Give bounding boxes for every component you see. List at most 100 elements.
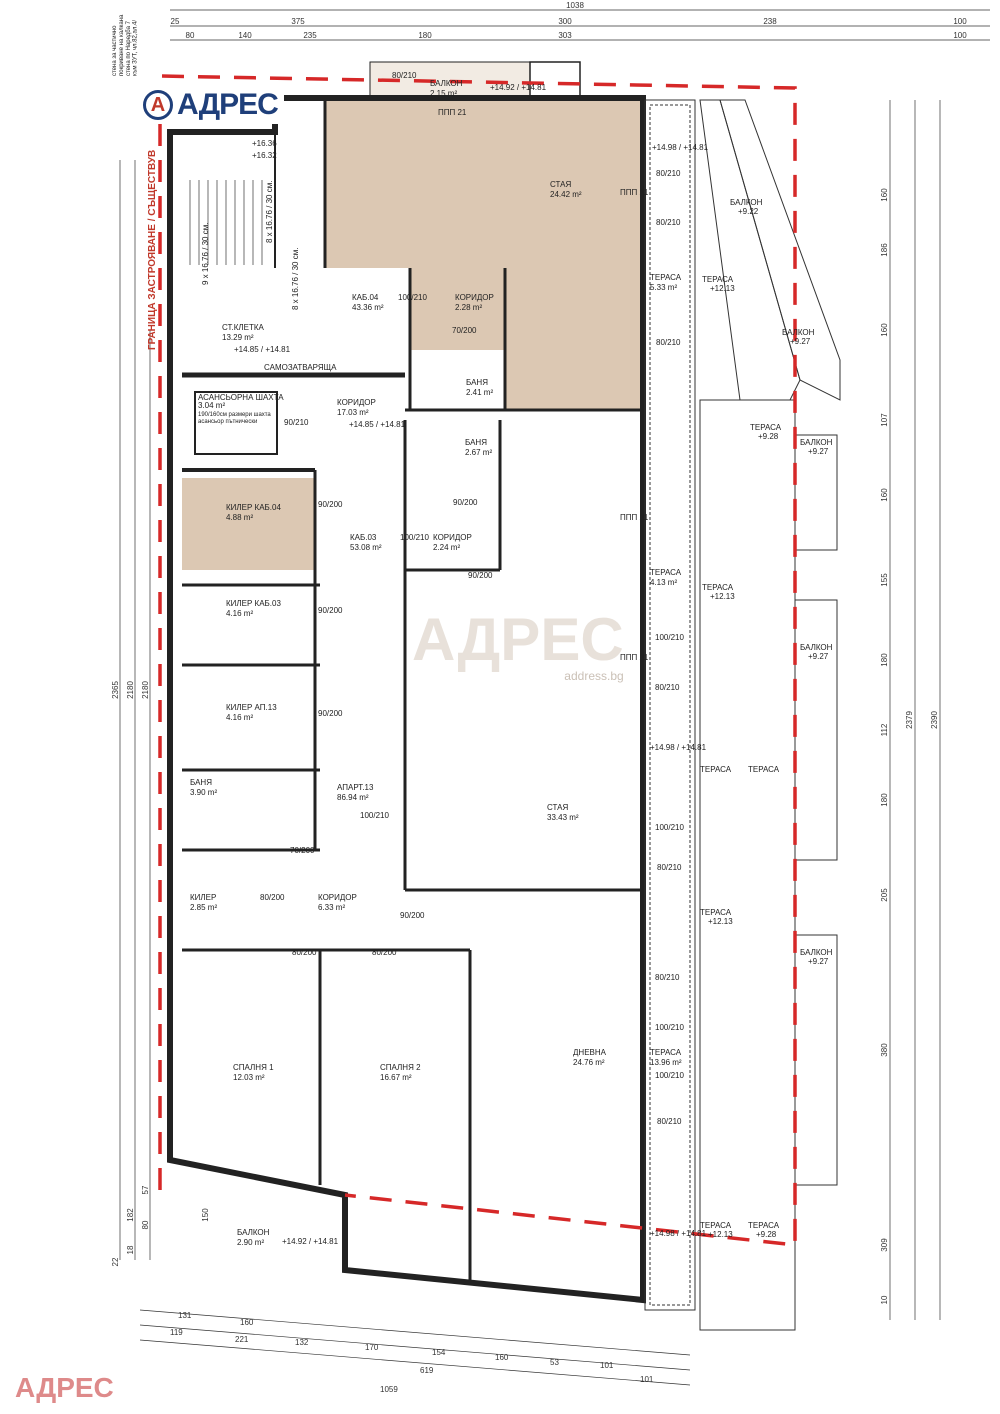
level-mark: +9.28 bbox=[758, 432, 779, 441]
room-name: ДНЕВНА bbox=[573, 1048, 607, 1057]
door-tag: 70/200 bbox=[452, 326, 477, 335]
balcony-slanted bbox=[699, 99, 801, 401]
door-tag: 90/200 bbox=[453, 498, 478, 507]
dimension-label: 10 bbox=[880, 1295, 889, 1304]
door-tag: ППП 21 bbox=[620, 513, 649, 522]
door-tag: 80/210 bbox=[657, 863, 682, 872]
door-tag: 80/210 bbox=[656, 169, 681, 178]
room-name: АСАНСЬОРНА ШАХТА bbox=[198, 393, 284, 402]
room-area: 4.16 m² bbox=[226, 609, 253, 618]
room-name: БАЛКОН bbox=[430, 79, 463, 88]
dimension-label: 235 bbox=[303, 31, 317, 40]
room-area: 13.96 m² bbox=[650, 1058, 682, 1067]
terrace-strip-inner bbox=[649, 104, 691, 1306]
dimension-label: 160 bbox=[240, 1318, 254, 1327]
level-mark: +9.27 bbox=[808, 957, 829, 966]
room-area: 24.42 m² bbox=[550, 190, 582, 199]
dimension-label: 140 bbox=[238, 31, 252, 40]
room-area: 13.29 m² bbox=[222, 333, 254, 342]
stair-label: 9 x 16.76 / 30 см. bbox=[201, 223, 210, 285]
balcony-top-box bbox=[529, 61, 581, 101]
dimension-label: 205 bbox=[880, 888, 889, 902]
balcony-slanted-2 bbox=[719, 99, 841, 401]
door-tag: ППП 21 bbox=[620, 653, 649, 662]
room-area: 12.03 m² bbox=[233, 1073, 265, 1082]
logo-text: АДРЕС bbox=[177, 88, 279, 121]
room-area: 6.33 m² bbox=[318, 903, 345, 912]
elevator-shaft-note: 190/160см размери шахта асансьор пътниче… bbox=[198, 412, 271, 425]
room-name: БАНЯ bbox=[190, 778, 212, 787]
room-name: СПАЛНЯ 1 bbox=[233, 1063, 274, 1072]
dimension-label: 150 bbox=[201, 1208, 210, 1222]
dimension-lines bbox=[119, 9, 990, 1386]
door-tag: 80/200 bbox=[372, 948, 397, 957]
level-mark: +12.13 bbox=[710, 284, 735, 293]
room-area: 2.41 m² bbox=[466, 388, 493, 397]
level-mark: +12.13 bbox=[708, 917, 733, 926]
dimension-label: 80 bbox=[141, 1220, 150, 1229]
level-mark: +12.13 bbox=[708, 1230, 733, 1239]
logo-mark-icon: A bbox=[143, 90, 173, 120]
level-mark: +14.92 / +14.81 bbox=[282, 1237, 339, 1246]
door-tag: 90/200 bbox=[318, 606, 343, 615]
room-area: 4.16 m² bbox=[226, 713, 253, 722]
room-name: СТАЯ bbox=[547, 803, 568, 812]
watermark-url: address.bg bbox=[564, 669, 624, 683]
dimension-label: 160 bbox=[880, 488, 889, 502]
room-area: 2.67 m² bbox=[465, 448, 492, 457]
dimension-label: 160 bbox=[495, 1353, 509, 1362]
door-tag: 100/210 bbox=[655, 1023, 684, 1032]
terraces bbox=[644, 99, 841, 1331]
level-mark: +14.98 / +14.81 bbox=[650, 1229, 707, 1238]
door-tag: 70/200 bbox=[290, 846, 315, 855]
stair-label: 8 x 16.76 / 30 см. bbox=[291, 248, 300, 310]
outer-area-name: БАЛКОН bbox=[800, 438, 833, 447]
dimension-label: 155 bbox=[880, 573, 889, 587]
room-name: АПАРТ.13 bbox=[337, 783, 374, 792]
room-name: КОРИДОР bbox=[337, 398, 376, 407]
room-area: 2.28 m² bbox=[455, 303, 482, 312]
outer-area-name: БАЛКОН bbox=[730, 198, 763, 207]
door-tag: 90/200 bbox=[318, 709, 343, 718]
watermark-bottom: АДРЕС bbox=[15, 1372, 114, 1403]
room-name: БАЛКОН bbox=[237, 1228, 270, 1237]
level-mark: +14.98 / +14.81 bbox=[652, 143, 709, 152]
room-name: БАНЯ bbox=[465, 438, 487, 447]
room-name: СПАЛНЯ 2 bbox=[380, 1063, 421, 1072]
door-tag: 100/210 bbox=[360, 811, 389, 820]
door-tag: 100/210 bbox=[398, 293, 427, 302]
dimension-label: 107 bbox=[880, 413, 889, 427]
door-tag: 100/210 bbox=[655, 633, 684, 642]
level-mark: +9.27 bbox=[808, 652, 829, 661]
dimension-label: 180 bbox=[880, 793, 889, 807]
shaded-units bbox=[182, 61, 640, 570]
room-area: 4.13 m² bbox=[650, 578, 677, 587]
dimension-label: 80 bbox=[186, 31, 195, 40]
dimension-label: 303 bbox=[558, 31, 572, 40]
stair-label: +16.36 bbox=[252, 139, 277, 148]
dimension-label: 2390 bbox=[930, 711, 939, 729]
door-tag: 80/210 bbox=[392, 71, 417, 80]
building-line-label: ГРАНИЦА ЗАСТРОЯВАНЕ / СЪЩЕСТВУВ bbox=[147, 149, 158, 350]
room-area: 2.24 m² bbox=[433, 543, 460, 552]
shaded-unit-top bbox=[325, 100, 640, 410]
dimension-label: 100 bbox=[953, 17, 967, 26]
terrace-outer bbox=[699, 399, 796, 1331]
dimension-label: 1038 bbox=[566, 1, 584, 10]
balcony-right-2 bbox=[794, 599, 838, 861]
room-name: ТЕРАСА bbox=[650, 1048, 682, 1057]
level-mark: +12.13 bbox=[710, 592, 735, 601]
room-name: ТЕРАСА bbox=[650, 568, 682, 577]
dimension-label: 375 bbox=[291, 17, 305, 26]
dimension-label: 119 bbox=[170, 1328, 183, 1337]
dimension-label: 160 bbox=[880, 323, 889, 337]
room-area: 2.90 m² bbox=[237, 1238, 264, 1247]
misc-labels: +14.92 / +14.81 +14.98 / +14.81 +14.98 / +… bbox=[201, 83, 709, 1246]
door-tag: 90/200 bbox=[468, 571, 493, 580]
outer-area-name: БАЛКОН bbox=[800, 948, 833, 957]
dimension-label: 180 bbox=[880, 653, 889, 667]
outer-area-name: ТЕРАСА bbox=[700, 765, 732, 774]
watermark-center-text: АДРЕС bbox=[412, 606, 624, 673]
dimension-label: 1059 bbox=[380, 1385, 398, 1394]
